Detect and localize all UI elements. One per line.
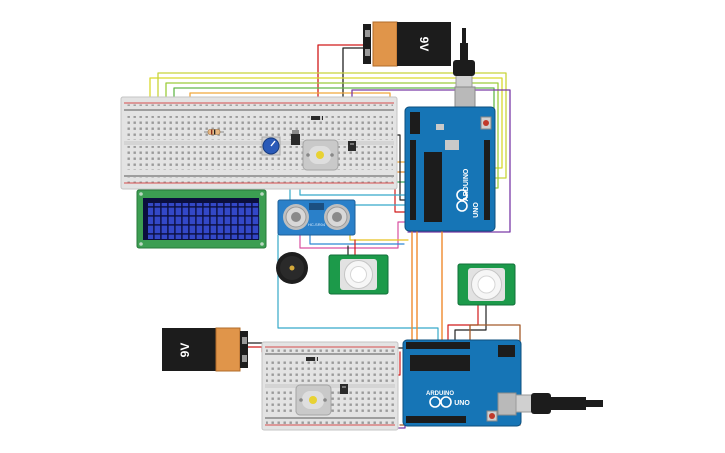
arduino-top-model: UNO — [473, 202, 480, 218]
dc-motor-top[interactable] — [302, 139, 339, 171]
wire-pir2-red[interactable] — [447, 304, 479, 346]
dc-motor-bottom[interactable] — [295, 384, 332, 416]
voltage-regulator-top — [291, 130, 300, 145]
lcd-display — [136, 189, 267, 249]
diode-top — [311, 116, 323, 120]
wire-cyan-long[interactable] — [277, 234, 439, 346]
arduino-bottom-model: UNO — [454, 400, 470, 407]
battery-bottom-label: 9V — [178, 343, 192, 358]
wire-ultrasonic-yellow[interactable] — [349, 234, 409, 241]
wire-battery-top-positive[interactable] — [317, 44, 366, 116]
pir-sensor-left[interactable] — [328, 254, 389, 295]
wire-battery-top-negative[interactable] — [342, 47, 369, 104]
transistor-bottom — [340, 384, 348, 394]
piezo-buzzer[interactable] — [276, 252, 308, 284]
ultrasonic-sensor[interactable]: HC-SR04 — [277, 199, 356, 236]
wire-cyan-top-1[interactable] — [299, 189, 406, 196]
transistor-top — [348, 141, 356, 151]
wire-purple-top[interactable] — [351, 89, 511, 233]
arduino-top: ARDUINO UNO — [404, 28, 496, 232]
ultrasonic-label: HC-SR04 — [308, 222, 326, 227]
resistor-top[interactable] — [204, 129, 224, 135]
wire-ultrasonic-blue[interactable] — [309, 234, 405, 245]
wire-ultrasonic-magenta[interactable] — [299, 221, 409, 249]
pir-sensor-right[interactable] — [457, 263, 516, 306]
diode-bottom — [306, 357, 318, 361]
battery-top[interactable]: 9V — [363, 21, 451, 67]
potentiometer[interactable] — [261, 136, 281, 156]
arduino-top-brand: ARDUINO — [463, 168, 470, 201]
battery-bottom[interactable]: 9V — [162, 327, 248, 372]
battery-top-label: 9V — [417, 37, 431, 52]
arduino-bottom-brand: ARDUINO — [426, 391, 454, 397]
arduino-bottom: ARDUINO UNO — [402, 339, 603, 427]
